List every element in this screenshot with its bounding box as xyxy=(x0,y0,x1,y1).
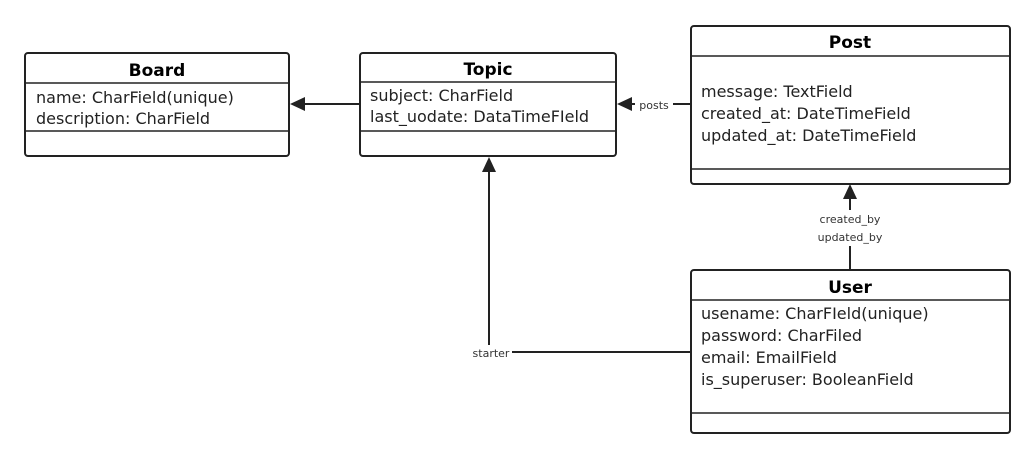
arrowhead-icon xyxy=(482,157,496,172)
edge-user-topic[interactable]: starter xyxy=(470,157,691,360)
edge-topic-board[interactable] xyxy=(290,97,360,111)
edge-label-created-by: created_by xyxy=(820,213,881,226)
class-user-attr: password: CharFiled xyxy=(701,326,862,345)
class-post-attr: updated_at: DateTimeField xyxy=(701,126,916,146)
class-user-attr: is_superuser: BooleanField xyxy=(701,370,914,390)
class-post-attr: message: TextField xyxy=(701,82,853,101)
edge-label-updated-by: updated_by xyxy=(818,231,883,244)
class-user-attr: usename: CharFIeld(unique) xyxy=(701,304,929,323)
edge-label-posts: posts xyxy=(639,99,669,112)
class-board-title: Board xyxy=(129,61,186,81)
arrowhead-icon xyxy=(290,97,305,111)
class-topic[interactable]: Topic subject: CharField last_uodate: Da… xyxy=(359,52,617,157)
class-topic-attr: subject: CharField xyxy=(370,86,513,105)
class-user[interactable]: User usename: CharFIeld(unique) password… xyxy=(690,269,1011,434)
edge-label-starter: starter xyxy=(473,347,510,360)
class-board[interactable]: Board name: CharField(unique) descriptio… xyxy=(24,52,290,157)
edge-user-topic-line xyxy=(488,172,691,353)
edge-label-background xyxy=(635,97,673,112)
arrowhead-icon xyxy=(843,184,857,199)
class-post-attr: created_at: DateTimeField xyxy=(701,104,911,124)
edge-label-background xyxy=(812,210,888,246)
class-post-title: Post xyxy=(829,33,871,53)
edge-post-topic[interactable]: posts xyxy=(617,97,691,112)
class-topic-title: Topic xyxy=(463,60,512,80)
edge-user-post[interactable]: created_by updated_by xyxy=(812,184,888,270)
class-user-attr: email: EmailField xyxy=(701,348,837,367)
class-board-attr: description: CharField xyxy=(36,109,210,128)
arrowhead-icon xyxy=(617,97,632,111)
class-post[interactable]: Post message: TextField created_at: Date… xyxy=(690,25,1011,185)
edge-label-background xyxy=(470,345,512,360)
class-topic-attr: last_uodate: DataTimeFIeld xyxy=(370,107,589,127)
class-board-attr: name: CharField(unique) xyxy=(36,88,234,107)
class-user-title: User xyxy=(828,278,872,298)
